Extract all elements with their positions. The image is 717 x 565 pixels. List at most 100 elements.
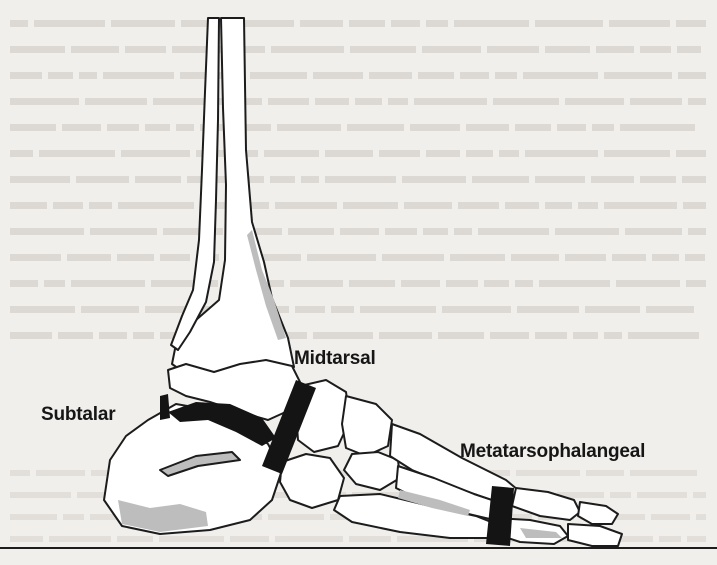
background-text-word [10, 124, 56, 131]
background-text-word [275, 536, 343, 542]
background-text-word [682, 176, 706, 183]
background-text-word [39, 150, 115, 157]
background-text-word [640, 176, 676, 183]
background-text-word [652, 254, 679, 261]
background-text-word [71, 280, 145, 287]
background-text-word [404, 202, 452, 209]
background-text-word [145, 124, 170, 131]
background-text-word [107, 124, 139, 131]
background-text-word [505, 202, 539, 209]
background-text-word [557, 124, 586, 131]
background-text-word [382, 254, 444, 261]
background-text-word [490, 332, 529, 339]
background-text-word [10, 98, 79, 105]
background-text-word [545, 202, 572, 209]
background-text-word [343, 202, 398, 209]
background-text-word [495, 72, 517, 79]
phalanx-bone-2 [578, 502, 618, 524]
background-text-word [90, 228, 157, 235]
background-text-word [268, 514, 324, 520]
background-text-word [350, 46, 416, 53]
background-text-word [10, 202, 47, 209]
background-text-word [609, 20, 670, 27]
cuboid-bone [280, 454, 344, 508]
background-text-word [10, 228, 84, 235]
background-text-word [460, 72, 489, 79]
background-text-word [578, 202, 598, 209]
background-text-word [446, 280, 478, 287]
background-text-word [391, 20, 420, 27]
background-text-word [295, 306, 325, 313]
background-text-word [53, 202, 83, 209]
background-text-word [610, 492, 631, 498]
subtalar-joint-marker [160, 394, 170, 420]
background-text-word [410, 124, 460, 131]
background-text-word [99, 332, 127, 339]
background-text-word [687, 536, 706, 542]
background-text-word [307, 254, 376, 261]
phalanx-bone-4 [568, 524, 622, 546]
background-text-word [466, 150, 493, 157]
background-text-word [172, 46, 206, 53]
background-text-word [426, 150, 460, 157]
background-text-word [454, 228, 472, 235]
background-text-word [628, 332, 699, 339]
background-text-word [612, 254, 646, 261]
background-text-word [10, 470, 30, 476]
background-text-word [347, 124, 404, 131]
background-text-word [591, 176, 634, 183]
background-text-word [646, 306, 694, 313]
background-text-word [604, 72, 672, 79]
background-text-word [117, 254, 154, 261]
background-text-word [10, 254, 61, 261]
background-text-word [10, 20, 28, 27]
background-text-word [10, 514, 57, 520]
background-text-word [268, 98, 309, 105]
background-text-word [250, 72, 307, 79]
background-text-word [630, 470, 697, 476]
background-text-word [620, 124, 695, 131]
background-text-word [275, 202, 337, 209]
background-text-word [349, 280, 395, 287]
background-text-word [539, 280, 610, 287]
background-text-word [355, 98, 382, 105]
background-text-word [121, 150, 190, 157]
background-text-word [466, 124, 509, 131]
background-text-word [478, 228, 549, 235]
background-text-word [573, 332, 598, 339]
background-text-word [472, 176, 529, 183]
background-text-word [79, 72, 97, 79]
background-text-word [271, 46, 344, 53]
background-text-word [499, 150, 519, 157]
background-text-word [10, 332, 52, 339]
background-text-word [349, 20, 385, 27]
background-text-word [315, 98, 349, 105]
background-text-word [696, 514, 706, 520]
background-text-word [71, 46, 119, 53]
background-text-word [677, 46, 701, 53]
background-text-word [10, 536, 43, 542]
background-text-word [487, 46, 539, 53]
background-text-word [535, 20, 603, 27]
background-text-word [313, 72, 363, 79]
background-text-word [604, 150, 670, 157]
background-text-word [493, 98, 559, 105]
background-text-word [596, 46, 634, 53]
background-text-word [10, 176, 70, 183]
background-text-word [230, 536, 269, 542]
background-text-word [135, 176, 181, 183]
background-text-word [10, 280, 38, 287]
background-text-word [288, 228, 334, 235]
background-text-word [423, 228, 448, 235]
background-text-word [62, 124, 101, 131]
background-text-word [586, 470, 624, 476]
background-text-word [438, 332, 484, 339]
background-text-word [34, 20, 105, 27]
background-text-word [686, 280, 706, 287]
background-text-word [515, 124, 551, 131]
background-text-word [63, 514, 84, 520]
fibula-bone [171, 18, 219, 350]
background-text-word [516, 470, 580, 476]
background-text-word [118, 202, 194, 209]
background-text-word [379, 332, 432, 339]
